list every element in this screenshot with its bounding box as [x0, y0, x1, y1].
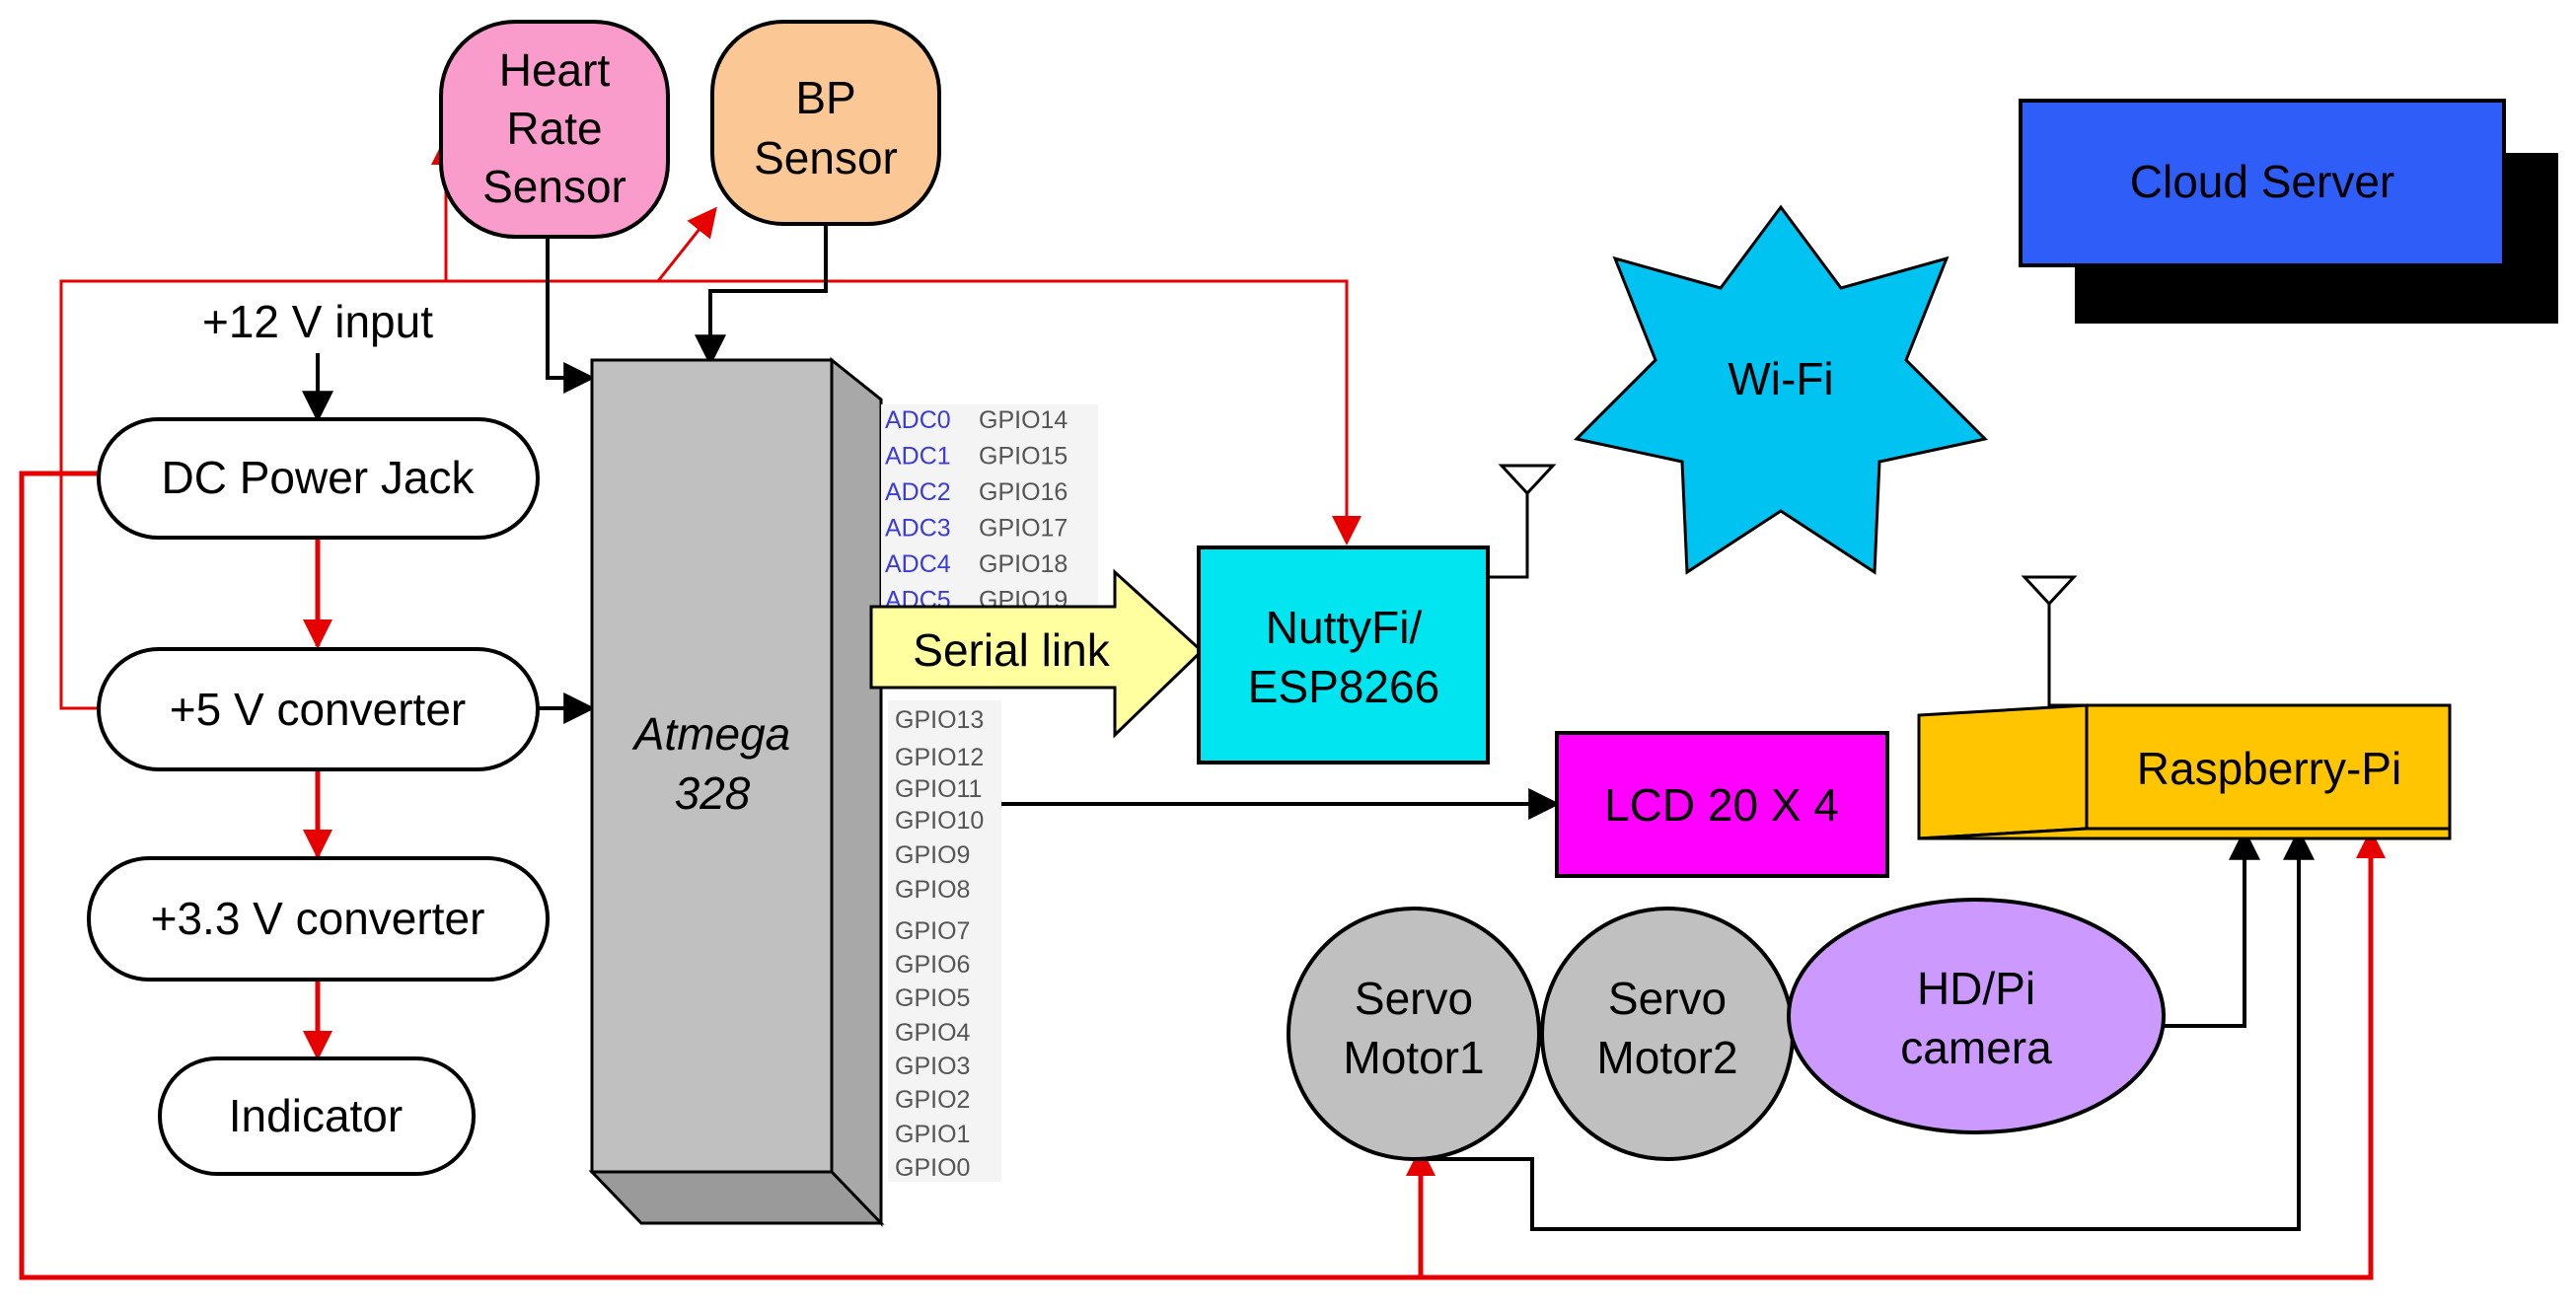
atmega-label-1: Atmega	[631, 708, 791, 760]
esp8266-module	[1197, 546, 1490, 764]
bp-sensor	[710, 20, 941, 226]
wire-camera-to-rpi	[2163, 828, 2260, 1028]
gpio-pin-label: GPIO4	[895, 1019, 971, 1047]
esp8266-label-1: NuttyFi/	[1266, 602, 1423, 653]
servo-motor-1-label-2: Motor1	[1343, 1032, 1484, 1083]
converter-5v-label: +5 V converter	[170, 684, 466, 735]
adc-pin-label: ADC4	[885, 550, 951, 578]
gpio-pin-label: GPIO5	[895, 984, 970, 1012]
pi-camera-label-2: camera	[1900, 1022, 2052, 1073]
esp-antenna-head	[1498, 464, 1557, 496]
cloud-server-label: Cloud Server	[2130, 156, 2394, 207]
gpio-pin-label: GPIO6	[895, 951, 970, 979]
gpio-pin-label: GPIO3	[895, 1053, 970, 1080]
esp-antenna	[1488, 481, 1529, 579]
dc-power-jack	[97, 417, 540, 540]
gpio-pin-label: GPIO15	[979, 443, 1067, 471]
gpio-pin-label: GPIO1	[895, 1121, 970, 1148]
adc-pin-label: ADC1	[885, 443, 951, 471]
bp-label-1: BP	[795, 72, 855, 123]
indicator	[158, 1056, 476, 1176]
cloud-server	[2019, 99, 2506, 267]
serial-link-arrow	[869, 568, 1205, 739]
atmega-label-2: 328	[675, 767, 751, 819]
serial-link-label: Serial link	[913, 624, 1110, 676]
input-12v-label: +12 V input	[202, 296, 433, 347]
rpi-board-side	[1917, 703, 2089, 840]
servo-motor-2-label-2: Motor2	[1596, 1032, 1737, 1083]
converter-5v	[97, 647, 540, 771]
rpi-antenna-head	[2021, 575, 2078, 607]
gpio-pin-label: GPIO12	[895, 744, 984, 771]
gpio-pin-label: GPIO17	[979, 515, 1067, 543]
gpio-pin-label: GPIO9	[895, 841, 970, 869]
power-wire-bottom	[19, 471, 2386, 1280]
adc-pin-label: ADC0	[885, 406, 951, 434]
converter-33v	[87, 856, 550, 982]
dc-power-jack-label: DC Power Jack	[162, 452, 476, 503]
gpio-pin-label: GPIO7	[895, 917, 970, 945]
gpio-pin-label: GPIO0	[895, 1154, 970, 1182]
raspberry-pi-label: Raspberry-Pi	[2137, 743, 2401, 794]
adc-pin-label: ADC3	[885, 515, 951, 543]
pi-camera-label-1: HD/Pi	[1917, 963, 2035, 1014]
pin-label-background	[881, 404, 1098, 623]
lcd-display	[1555, 731, 1889, 878]
servo-motor-1	[1287, 907, 1541, 1161]
esp8266-label-2: ESP8266	[1248, 661, 1439, 712]
gpio-pin-label: GPIO8	[895, 876, 970, 904]
gpio-pin-label: GPIO14	[979, 406, 1067, 434]
power-wire-bp	[656, 206, 717, 282]
gpio-pin-label: GPIO10	[895, 807, 984, 835]
heart-rate-label-2: Rate	[506, 103, 602, 154]
heart-rate-label-1: Heart	[499, 44, 611, 96]
gpio-pin-label: GPIO18	[979, 550, 1067, 578]
heart-rate-sensor	[439, 20, 670, 239]
adc-pin-label: ADC2	[885, 478, 951, 506]
gpio-pin-label: GPIO11	[895, 775, 982, 803]
gpio-pin-label: GPIO13	[895, 706, 984, 734]
indicator-label: Indicator	[229, 1090, 403, 1141]
gpio-pin-label: GPIO16	[979, 478, 1067, 506]
lcd-label: LCD 20 X 4	[1604, 779, 1839, 831]
power-wire-top	[59, 279, 1362, 710]
wire-servo-to-rpi	[1421, 828, 2315, 1231]
heart-rate-label-3: Sensor	[482, 161, 626, 212]
servo-motor-2-label-1: Servo	[1608, 973, 1727, 1024]
bp-label-2: Sensor	[754, 132, 898, 183]
digital-pin-list: GPIO13GPIO12GPIO11GPIO10GPIO9GPIO8GPIO7G…	[895, 706, 984, 1182]
wire-heart-to-atmega	[546, 237, 596, 394]
servo-motor-1-label-1: Servo	[1355, 973, 1473, 1024]
wire-bp-to-atmega	[695, 225, 828, 367]
converter-33v-label: +3.3 V converter	[151, 893, 485, 944]
gpio-pin-label: GPIO2	[895, 1086, 970, 1114]
atmega-chip	[588, 356, 885, 1227]
wifi-star	[1573, 204, 1989, 575]
pi-camera	[1787, 898, 2166, 1134]
raspberry-pi	[2085, 703, 2452, 831]
wifi-label: Wi-Fi	[1728, 353, 1833, 404]
rpi-antenna	[2047, 592, 2085, 707]
pin-label-background-digital	[888, 700, 1001, 1182]
